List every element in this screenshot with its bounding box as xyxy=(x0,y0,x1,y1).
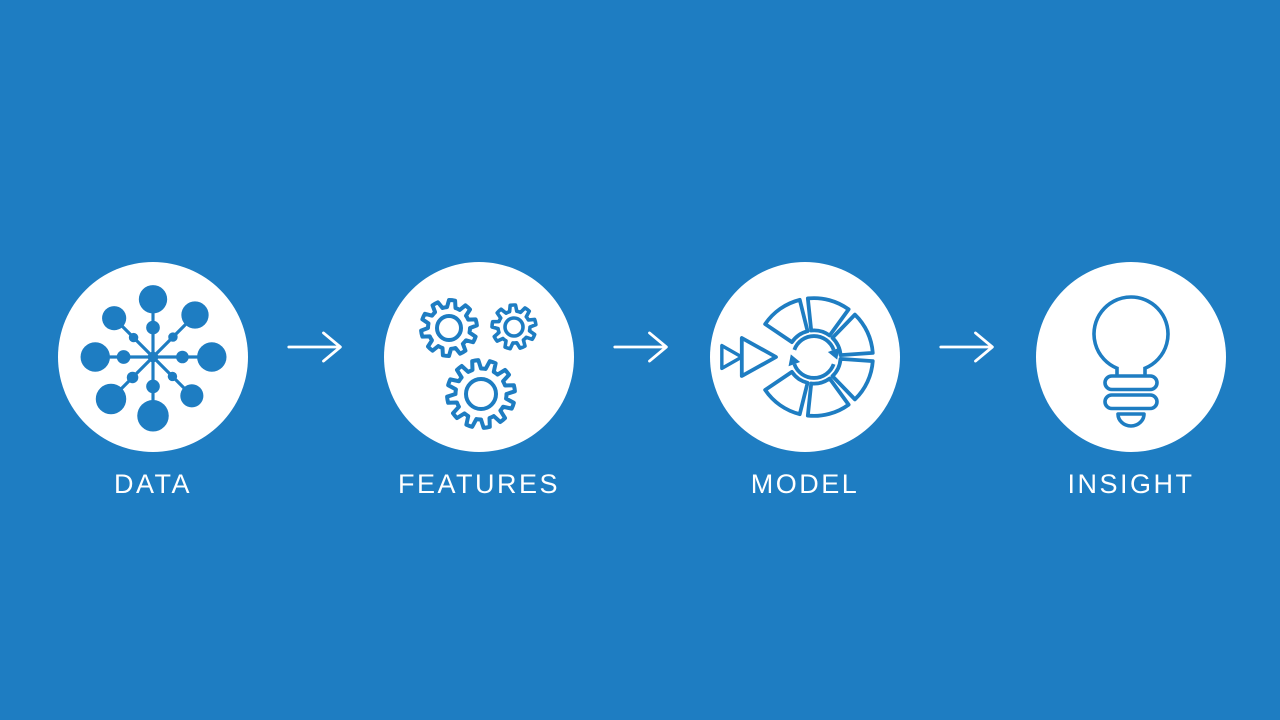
step-model-circle xyxy=(710,262,900,452)
step-data: DATA xyxy=(58,262,248,500)
right-arrow-icon xyxy=(287,331,342,363)
step-insight-circle xyxy=(1036,262,1226,452)
right-arrow-icon xyxy=(939,331,994,363)
step-insight-label: INSIGHT xyxy=(1067,469,1195,499)
model-cycle-icon xyxy=(720,296,875,418)
step-features-label: FEATURES xyxy=(397,469,560,499)
connector-3 xyxy=(900,325,1036,369)
step-model-label: MODEL xyxy=(750,469,860,499)
connector-2 xyxy=(574,325,710,369)
model-wheel-segments xyxy=(763,296,875,418)
step-model: MODEL xyxy=(710,262,900,500)
right-arrow-icon xyxy=(613,331,668,363)
lightbulb-icon xyxy=(1092,295,1170,428)
gears-icon xyxy=(419,297,538,430)
data-network-icon xyxy=(80,285,227,432)
step-data-label: DATA xyxy=(113,469,192,499)
refresh-arrows-icon xyxy=(788,334,840,380)
process-flow: DATA FEATURES xyxy=(58,262,1226,500)
step-insight: INSIGHT xyxy=(1036,262,1226,500)
small-play-triangle xyxy=(720,343,744,371)
step-data-circle xyxy=(58,262,248,452)
step-features: FEATURES xyxy=(384,262,574,500)
large-play-triangle xyxy=(739,336,778,378)
step-features-circle xyxy=(384,262,574,452)
connector-1 xyxy=(248,325,384,369)
